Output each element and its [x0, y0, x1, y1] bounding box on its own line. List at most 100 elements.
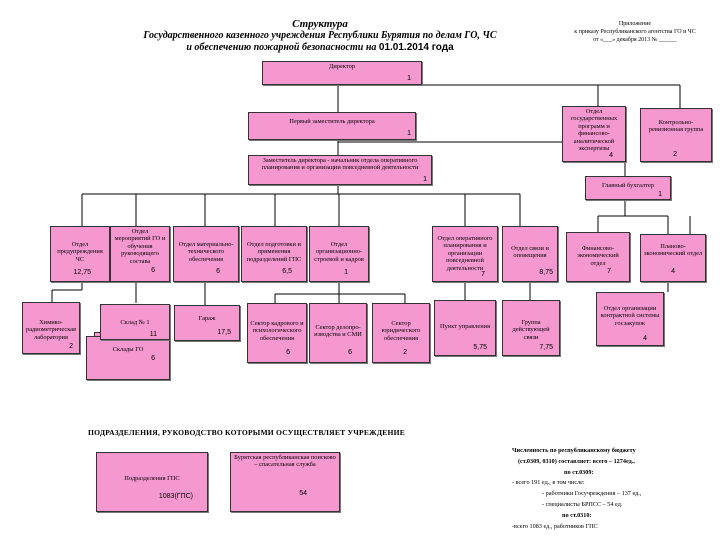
- box-rescue-service: Бурятская республиканская поисково – спа…: [230, 452, 340, 512]
- first-deputy-label: Первый заместитель директора: [289, 118, 375, 125]
- comm-group-num: 7,75: [539, 343, 553, 351]
- appendix-line-3: от «___» декабря 2013 № ______: [593, 37, 677, 43]
- box-emergency-prevention: Отдел предупреждения ЧС 12,75: [50, 226, 110, 282]
- stats-line-2: (ст.0309, 0310) составляет: всего – 1274…: [518, 457, 635, 465]
- title-line-2: Государственного казенного учреждения Ре…: [143, 30, 497, 41]
- stats-line-4: - всего 191 ед., в том числе:: [512, 479, 585, 487]
- box-control-point: Пункт управления 5,75: [434, 300, 496, 356]
- contract-system-num: 4: [643, 334, 647, 342]
- emergency-prevention-num: 12,75: [73, 268, 91, 276]
- communications-num: 8,75: [539, 268, 553, 276]
- control-point-label: Пункт управления: [439, 323, 491, 330]
- box-deputy-ops: Заместитель директора - начальник отдела…: [248, 155, 432, 185]
- stats-line-5: - работники Госучреждения – 137 ед.,: [542, 490, 642, 498]
- financial-economic-num: 7: [607, 267, 611, 275]
- material-support-label: Отдел материально-технического обеспечен…: [178, 241, 234, 263]
- box-first-deputy: Первый заместитель директора 1: [248, 112, 416, 140]
- warehouse-1-num: 11: [149, 330, 157, 338]
- operational-planning-label: Отдел оперативного планирования и органи…: [437, 235, 493, 272]
- stats-line-3: по ст.0309:: [564, 468, 594, 476]
- rescue-service-label: Бурятская республиканская поисково – спа…: [234, 454, 336, 469]
- contract-system-label: Отдел организации контрактной системы го…: [600, 305, 660, 327]
- subdivisions-heading: ПОДРАЗДЕЛЕНИЯ, РУКОВОДСТВО КОТОРЫМИ ОСУЩ…: [88, 428, 405, 437]
- title-line-3: и обеспечению пожарной безопасности на 0…: [186, 42, 454, 53]
- stats-line-1: Численность по республиканскому бюджету: [512, 447, 636, 454]
- box-planning-economic: Планово-экономический отдел 4: [640, 234, 706, 282]
- title-line-1: Структура: [292, 18, 348, 30]
- chief-accountant-label: Главный бухгалтер: [602, 182, 654, 189]
- box-warehouses-go: Склады ГО 6: [86, 336, 170, 380]
- hr-sector-num: 6: [286, 348, 290, 356]
- hr-sector-label: Сектор кадрового и психологического обес…: [250, 320, 304, 342]
- legal-sector-num: 2: [403, 348, 407, 356]
- director-num: 1: [407, 74, 411, 82]
- audit-group-num: 2: [673, 150, 677, 158]
- deputy-ops-label: Заместитель директора - начальник отдела…: [261, 157, 419, 172]
- organizational-num: 1: [344, 268, 348, 276]
- legal-sector-label: Сектор юридического обеспечения: [381, 320, 421, 342]
- stats-line-8: -всего 1083 ед., работников ГПС: [512, 522, 598, 530]
- box-records-sector: Сектор делопро-изводства и СМИ 6: [309, 303, 367, 363]
- chem-lab-num: 2: [69, 342, 73, 350]
- warehouse-1-label: Склад № 1: [120, 319, 150, 326]
- state-programs-label: Отдел государственных программ и финансо…: [570, 108, 618, 153]
- diagram-title: Структура Государственного казенного учр…: [130, 18, 510, 54]
- box-audit-group: Контрольно-ревизионная группа 2: [640, 108, 712, 162]
- staffing-summary: Численность по республиканскому бюджету …: [512, 446, 712, 532]
- director-label: Директор: [329, 63, 355, 70]
- box-communications: Отдел связи и оповещения 8,75: [502, 226, 558, 282]
- warehouses-go-label: Склады ГО: [112, 346, 144, 353]
- box-hr-sector: Сектор кадрового и психологического обес…: [247, 303, 307, 363]
- organizational-label: Отдел организационно-строевой и кадров: [314, 241, 364, 263]
- box-comm-group: Группа действующей связи 7,75: [502, 300, 560, 356]
- box-material-support: Отдел материально-технического обеспечен…: [173, 226, 239, 282]
- stats-line-6: - специалисты БРПСС – 54 ед.: [542, 500, 623, 508]
- gps-training-label: Отдел подготовки и применения подразделе…: [246, 241, 302, 263]
- appendix-line-2: к приказу Республиканского агентства ГО …: [574, 29, 696, 35]
- material-support-num: 6: [216, 267, 220, 275]
- communications-label: Отдел связи и оповещения: [511, 245, 549, 260]
- rescue-service-num: 54: [299, 489, 307, 497]
- box-garage: Гараж 17,5: [174, 305, 240, 341]
- chem-lab-label: Химико-радиометрическая лаборатория: [26, 319, 76, 341]
- box-chem-lab: Химико-радиометрическая лаборатория 2: [22, 302, 80, 354]
- box-chief-accountant: Главный бухгалтер 1: [585, 176, 671, 200]
- comm-group-label: Группа действующей связи: [512, 319, 550, 341]
- emergency-prevention-label: Отдел предупреждения ЧС: [57, 241, 103, 263]
- stats-line-7: по ст.0310:: [562, 511, 592, 519]
- go-measures-num: 6: [151, 266, 155, 274]
- box-contract-system: Отдел организации контрактной системы го…: [596, 292, 664, 346]
- gps-units-num: 1083(ГПС): [158, 492, 193, 500]
- deputy-ops-num: 1: [423, 175, 427, 183]
- garage-num: 17,5: [217, 328, 231, 336]
- chief-accountant-num: 1: [658, 190, 662, 198]
- go-measures-label: Отдел мероприятий ГО и обучения руководя…: [114, 228, 166, 265]
- appendix-note: Приложение к приказу Республиканского аг…: [555, 20, 715, 44]
- box-operational-planning: Отдел оперативного планирования и органи…: [432, 226, 498, 282]
- planning-economic-num: 4: [671, 267, 675, 275]
- box-gps-training: Отдел подготовки и применения подразделе…: [241, 226, 307, 282]
- box-go-measures: Отдел мероприятий ГО и обучения руководя…: [110, 226, 170, 282]
- box-warehouse-1: Склад № 1 11: [100, 304, 170, 340]
- operational-planning-num: 7: [481, 270, 485, 278]
- gps-units-label: Подразделения ГПС: [124, 475, 180, 482]
- state-programs-num: 4: [609, 151, 613, 159]
- records-sector-label: Сектор делопро-изводства и СМИ: [314, 324, 362, 339]
- first-deputy-num: 1: [407, 129, 411, 137]
- control-point-num: 5,75: [473, 343, 487, 351]
- box-organizational: Отдел организационно-строевой и кадров 1: [309, 226, 369, 282]
- gps-training-num: 6,5: [282, 267, 292, 275]
- audit-group-label: Контрольно-ревизионная группа: [648, 119, 704, 134]
- garage-label: Гараж: [198, 315, 216, 322]
- title-date: 01.01.2014 года: [378, 42, 454, 53]
- box-state-programs: Отдел государственных программ и финансо…: [562, 106, 626, 162]
- box-financial-economic: Финансово-экономический отдел 7: [566, 232, 630, 282]
- records-sector-num: 6: [348, 348, 352, 356]
- box-legal-sector: Сектор юридического обеспечения 2: [372, 303, 430, 363]
- box-director: Директор 1: [262, 61, 422, 85]
- financial-economic-label: Финансово-экономический отдел: [577, 245, 619, 267]
- planning-economic-label: Планово-экономический отдел: [643, 243, 703, 258]
- box-gps-units: Подразделения ГПС 1083(ГПС): [96, 452, 208, 512]
- warehouses-go-num: 6: [151, 355, 155, 362]
